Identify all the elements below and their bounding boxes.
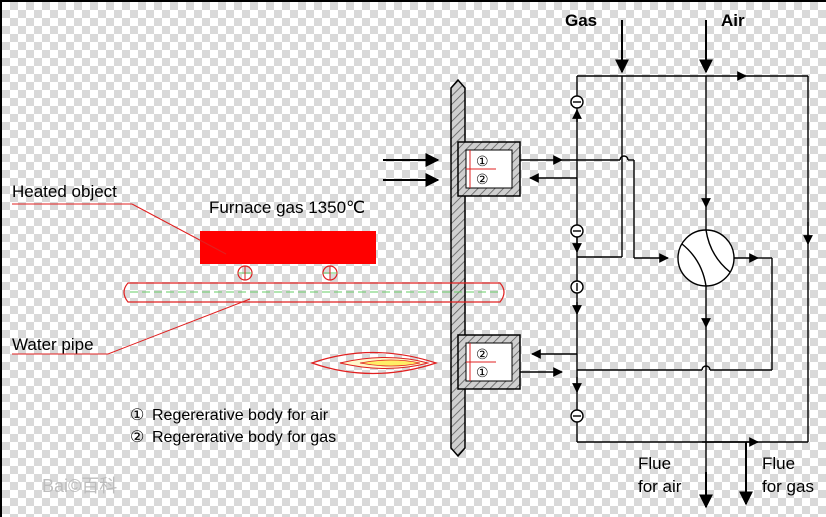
regenerator-lower: ② ① <box>457 334 521 390</box>
leader-water-pipe-diag <box>107 298 251 355</box>
flue-for-air-label-1: Flue <box>638 454 671 473</box>
furnace-wall <box>450 78 466 458</box>
regenerator-upper-marker-2: ② <box>476 171 489 187</box>
furnace-gas-label: Furnace gas 1350℃ <box>209 198 365 217</box>
regenerator-upper: ① ② <box>457 141 521 197</box>
water-pipe-label: Water pipe <box>12 335 94 354</box>
legend-text-air: Regererative body for air <box>152 407 329 424</box>
heated-object <box>200 231 376 264</box>
watermark: Bai©百科 <box>42 476 117 496</box>
regenerator-lower-marker-2: ② <box>476 346 489 362</box>
legend-marker-gas: ② <box>130 429 144 446</box>
piping-network <box>520 20 813 509</box>
water-pipe <box>123 265 505 303</box>
flue-for-gas-label-2: for gas <box>762 477 814 496</box>
flue-for-gas-label-1: Flue <box>762 454 795 473</box>
regenerator-lower-marker-1: ① <box>476 364 489 380</box>
flue-for-air-label-2: for air <box>638 477 682 496</box>
legend: ① Regererative body for air ② Regererati… <box>130 407 336 446</box>
regenerator-upper-marker-1: ① <box>476 153 489 169</box>
leader-heated-object-diag <box>131 203 227 255</box>
gas-label: Gas <box>565 11 597 30</box>
flame <box>310 351 438 375</box>
air-label: Air <box>721 11 745 30</box>
legend-marker-air: ① <box>130 407 144 424</box>
reversing-valve <box>677 229 735 287</box>
legend-text-gas: Regererative body for gas <box>152 429 336 446</box>
heated-object-label: Heated object <box>12 182 117 201</box>
